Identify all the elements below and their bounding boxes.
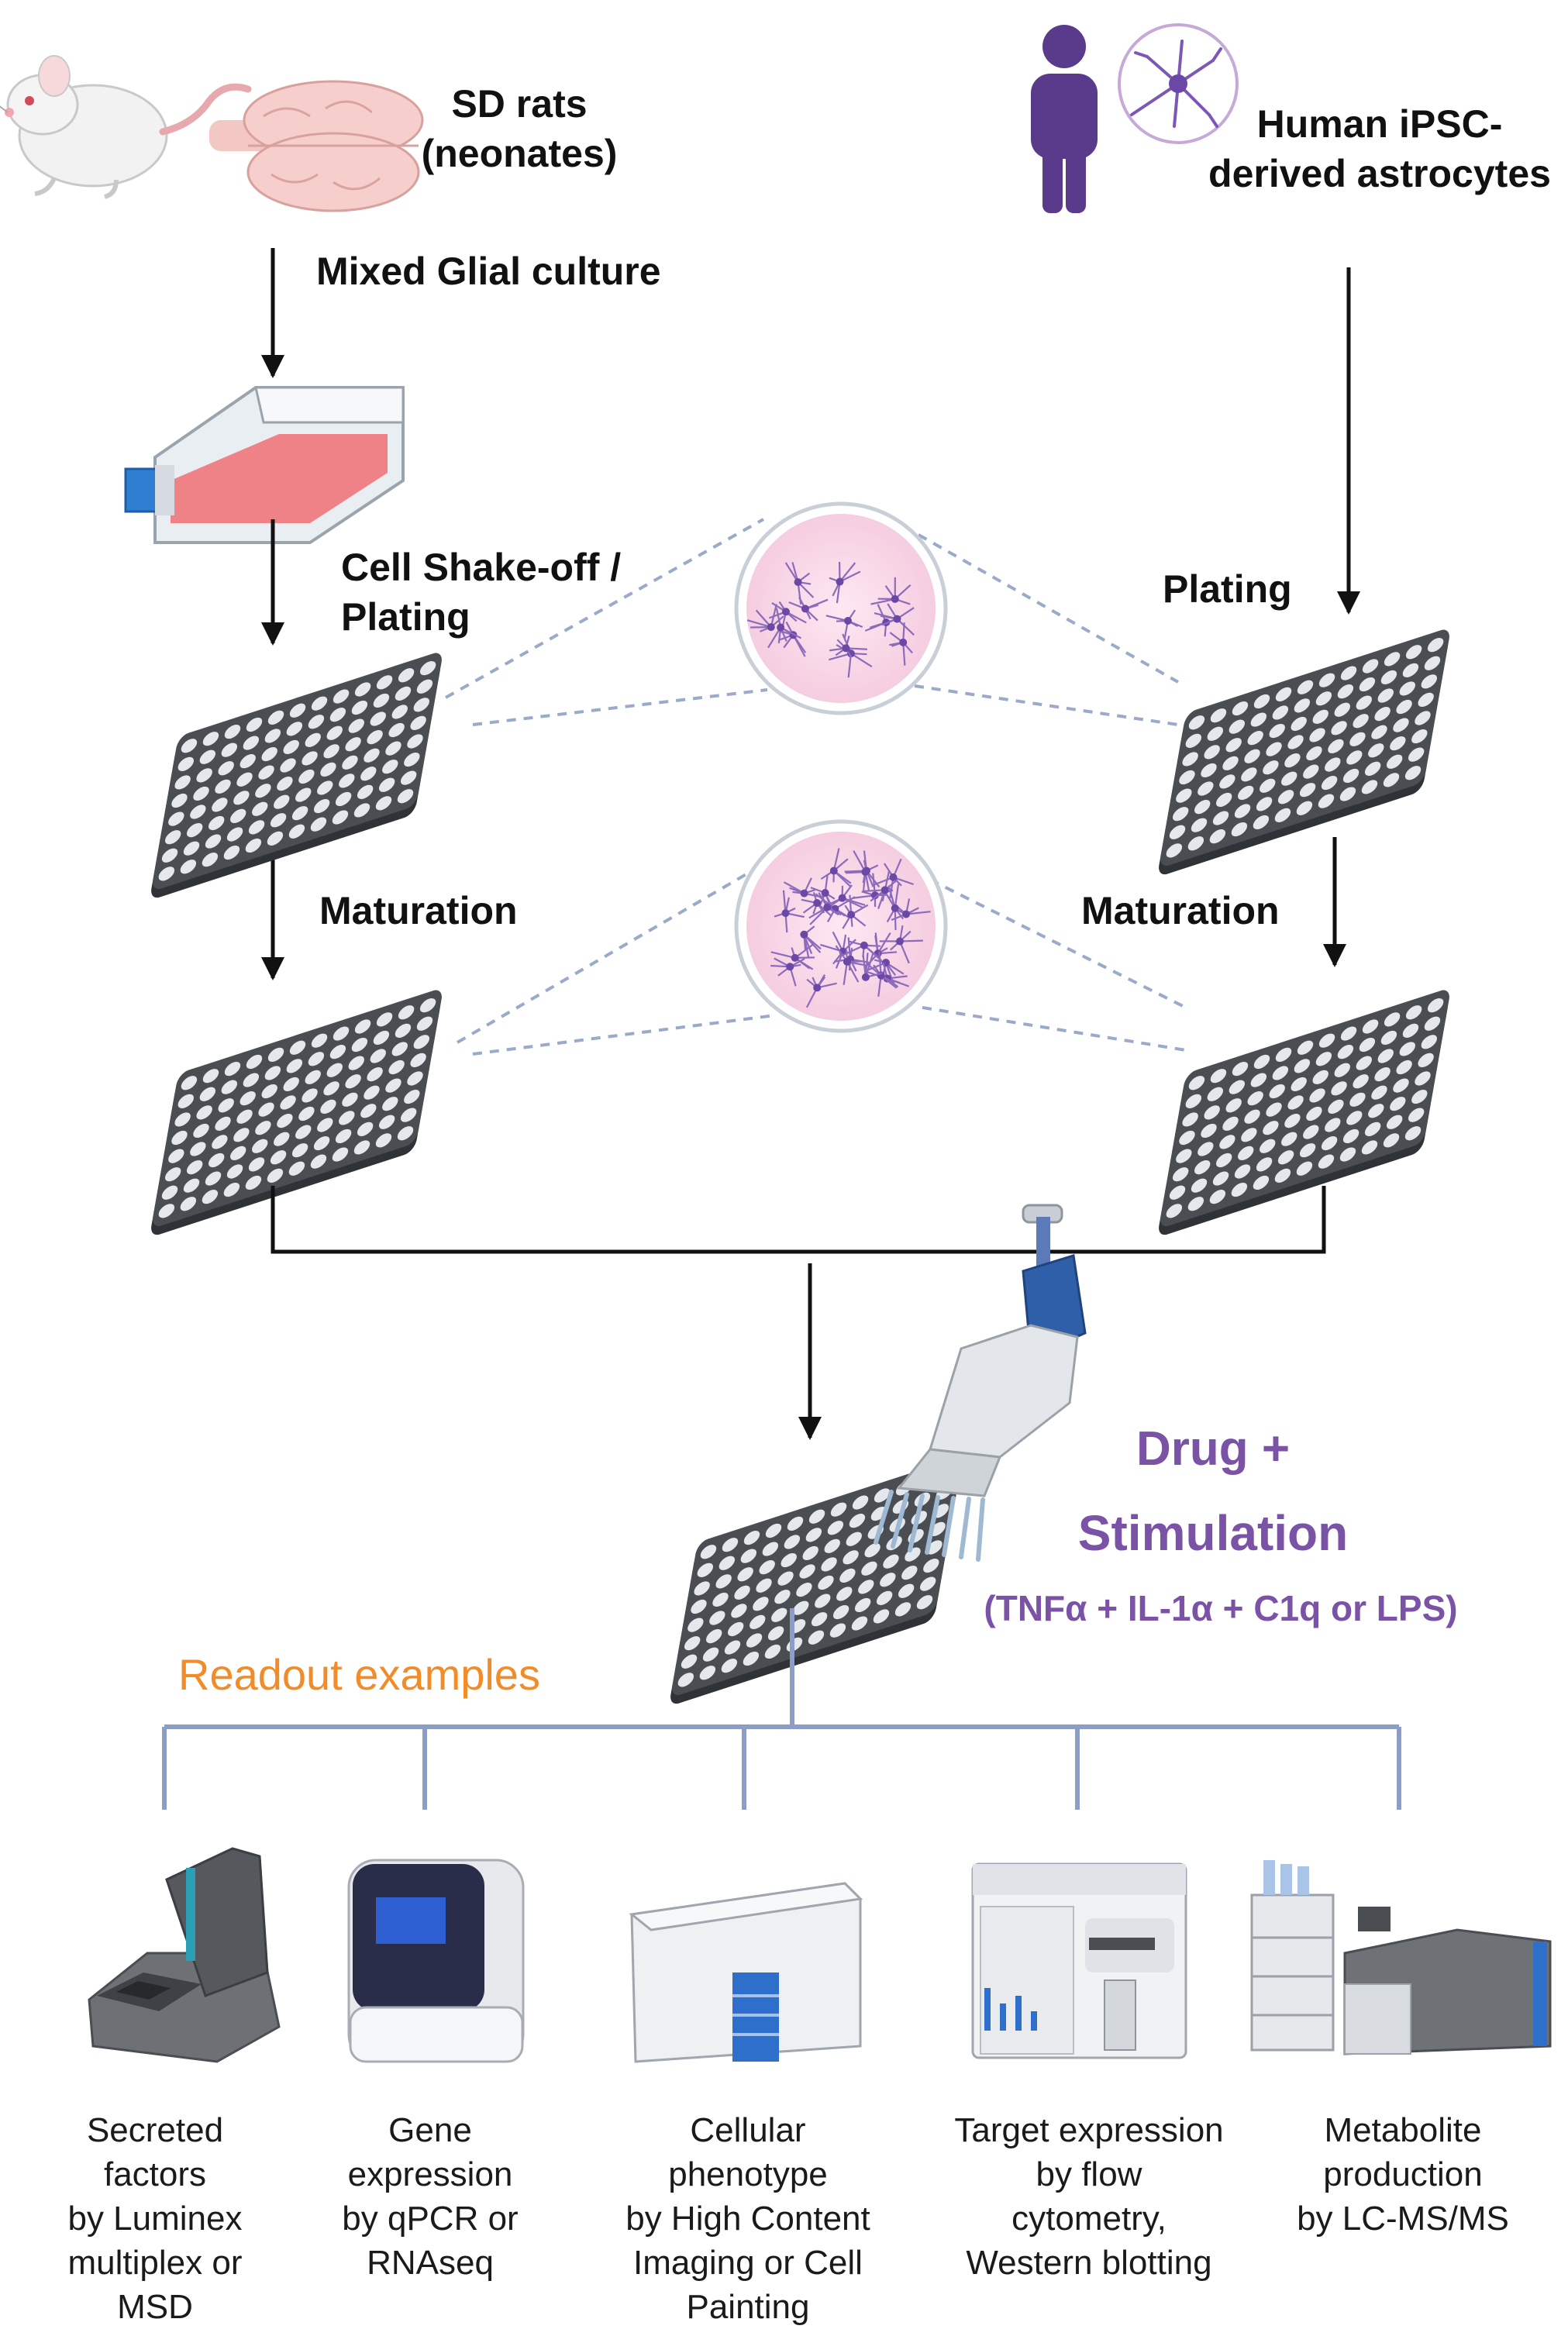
label-sd-rats: SD rats (neonates) [395, 79, 643, 178]
astrocyte-cell [829, 562, 861, 604]
readout-line: Western blotting [966, 2244, 1212, 2282]
astrocyte-cell [874, 603, 915, 636]
readout-qpcr-text: Gene expression by qPCR or RNAseq [283, 2108, 577, 2285]
astrocyte-cell [824, 884, 866, 911]
astrocyte-cell [800, 925, 822, 958]
culture-flask-icon [124, 386, 405, 544]
luminex-instrument-icon [88, 1847, 281, 2063]
readout-imaging-text: Cellular phenotype by High Content Imagi… [601, 2108, 895, 2329]
brain-icon [209, 80, 424, 212]
readout-line: Metabolite [1324, 2111, 1482, 2149]
readout-line: factors [103, 2155, 207, 2193]
drug-title-line1: Drug + [1136, 1422, 1291, 1476]
readout-line: expression [347, 2155, 513, 2193]
astrocyte-cell [863, 870, 898, 910]
label-human-ipsc: Human iPSC- derived astrocytes [1194, 99, 1566, 198]
readout-line: phenotype [668, 2155, 828, 2193]
readout-line: Cellular [690, 2111, 806, 2149]
astrocyte-icon [1118, 23, 1239, 144]
astrocyte-cell [767, 608, 802, 649]
rat-icon [0, 55, 252, 199]
readout-flow-text: Target expression by flow cytometry, Wes… [942, 2108, 1236, 2285]
astrocyte-cell [829, 636, 868, 658]
astrocyte-cell [746, 604, 784, 632]
readout-line: Secreted [86, 2111, 224, 2149]
plate-left-maturation [151, 990, 442, 1235]
astrocyte-cell [845, 850, 870, 893]
astrocyte-dish-dense [734, 819, 948, 1033]
label-plating-right: Plating [1163, 567, 1292, 611]
readout-line: Target expression [954, 2111, 1224, 2149]
drug-title-line2: Stimulation [1077, 1505, 1349, 1561]
plate-left-plating [151, 653, 442, 898]
plate-right-plating [1159, 629, 1449, 875]
readout-lcms-text: Metabolite production by LC-MS/MS [1256, 2108, 1550, 2241]
label-mixed-glial: Mixed Glial culture [316, 250, 661, 293]
readout-tree [162, 1608, 1401, 1810]
astrocyte-cell [805, 973, 837, 1008]
label-shake-off-line1: Cell Shake-off / [341, 546, 622, 589]
readout-line: Imaging or Cell [633, 2244, 863, 2282]
astrocyte-cell [783, 877, 822, 898]
qpcr-instrument-icon [347, 1859, 525, 2063]
astrocyte-cell [770, 957, 805, 987]
astrocyte-cell [810, 874, 836, 911]
astrocyte-cell [825, 609, 863, 639]
label-sd-rats-line2: (neonates) [421, 132, 618, 175]
readout-line: production [1323, 2155, 1483, 2193]
readout-luminex-text: Secreted factors by Luminex multiplex or… [8, 2108, 302, 2329]
astrocyte-cell [788, 597, 829, 622]
astrocyte-cell [784, 562, 815, 605]
plate-right-maturation [1159, 990, 1449, 1235]
lcms-instrument-icon [1250, 1860, 1552, 2055]
astrocyte-cell [774, 890, 805, 933]
readout-line: multiplex or [67, 2244, 243, 2282]
label-maturation-right: Maturation [1081, 889, 1280, 932]
readout-line: Gene [388, 2111, 472, 2149]
label-sd-rats-line1: SD rats [451, 82, 588, 126]
label-human-ipsc-line1: Human iPSC- [1256, 102, 1503, 146]
readout-line: by LC-MS/MS [1297, 2200, 1509, 2238]
readout-line: RNAseq [367, 2244, 494, 2282]
flow-cytometer-icon [971, 1862, 1187, 2059]
plates-layer [151, 629, 1449, 1704]
label-human-ipsc-line2: derived astrocytes [1208, 152, 1551, 195]
merge-connector [271, 1186, 1326, 1254]
readout-line: by Luminex [67, 2200, 243, 2238]
drug-stimulus-list: (TNFα + IL-1α + C1q or LPS) [984, 1588, 1458, 1628]
astrocyte-cell [835, 945, 868, 985]
readout-line: MSD [117, 2288, 193, 2326]
readout-line: by flow [1036, 2155, 1142, 2193]
astrocyte-cell [770, 943, 815, 970]
astrocyte-cell [861, 953, 883, 981]
human-icon [1031, 25, 1098, 213]
astrocyte-cell [842, 894, 869, 929]
readout-title: Readout examples [178, 1650, 540, 1699]
high-content-imager-icon [629, 1882, 863, 2063]
multichannel-pipette-icon [874, 1204, 1087, 1562]
astrocyte-cell [808, 892, 842, 925]
astrocyte-cell [872, 858, 914, 898]
astrocyte-dish-sparse [734, 501, 948, 715]
astrocyte-cell [879, 925, 923, 964]
plate-drug-stimulation [670, 1459, 961, 1704]
readout-line: Painting [686, 2288, 810, 2326]
readout-line: cytometry, [1011, 2200, 1167, 2238]
readout-line: by High Content [625, 2200, 870, 2238]
astrocyte-cell [870, 577, 912, 605]
label-shake-off: Cell Shake-off / Plating [341, 543, 621, 642]
zoom-lines [445, 518, 1187, 1056]
readout-line: by qPCR or [342, 2200, 519, 2238]
label-maturation-left: Maturation [319, 889, 518, 932]
label-shake-off-line2: Plating [341, 595, 470, 639]
